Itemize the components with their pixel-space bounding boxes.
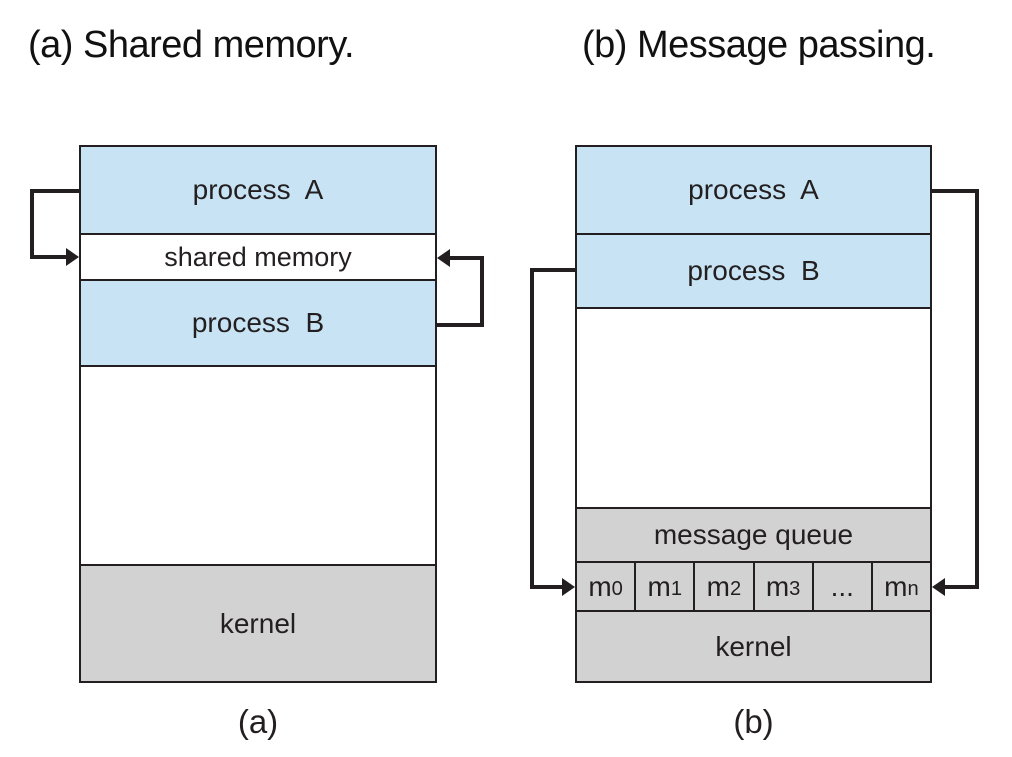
band-kernel: kernel: [577, 612, 930, 681]
process-b-label: process B: [687, 255, 820, 286]
arrow-segment: [975, 189, 979, 589]
heading-shared-memory: (a) Shared memory.: [28, 24, 355, 66]
arrow-segment: [30, 189, 34, 259]
arrow-segment: [480, 256, 484, 327]
band-empty-space: [81, 367, 435, 566]
arrow-segment: [30, 255, 67, 259]
shared-memory-label: shared memory: [164, 241, 352, 272]
process-b-label: process B: [191, 307, 325, 338]
band-process-a: process A: [577, 147, 930, 235]
arrow-segment: [437, 323, 484, 327]
kernel-label: kernel: [219, 607, 297, 639]
arrow-segment: [530, 268, 534, 589]
band-process-a: process A: [81, 147, 435, 235]
queue-cell-ellipsis: ...: [811, 563, 871, 610]
arrowhead-left-icon: [932, 578, 945, 596]
kernel-label: kernel: [715, 630, 792, 662]
arrow-segment: [448, 256, 484, 260]
cell-text: m: [706, 570, 730, 602]
band-process-b: process B: [577, 235, 930, 309]
band-message-queue: message queue: [577, 509, 930, 563]
arrow-segment: [945, 585, 979, 589]
caption-a: (a): [237, 703, 279, 740]
message-queue-label: message queue: [653, 519, 854, 550]
cell-text: m: [588, 570, 612, 602]
arrowhead-left-icon: [437, 249, 450, 267]
arrowhead-right-icon: [562, 578, 575, 596]
band-kernel: kernel: [81, 566, 435, 681]
cell-text: ...: [830, 570, 854, 602]
shared-memory-diagram: process A shared memory process B kernel: [79, 145, 437, 683]
arrow-segment: [530, 268, 575, 272]
cell-text: m: [765, 570, 790, 602]
process-a-label: process A: [192, 174, 324, 205]
band-shared-memory: shared memory: [81, 235, 435, 281]
heading-message-passing: (b) Message passing.: [582, 24, 936, 66]
arrow-segment: [530, 585, 563, 589]
cell-text: m: [647, 570, 671, 602]
arrowhead-right-icon: [66, 248, 79, 266]
cell-text: m: [884, 570, 908, 602]
band-process-b: process B: [81, 281, 435, 367]
caption-b: (b): [733, 703, 774, 740]
arrow-segment: [932, 189, 979, 193]
arrow-segment: [30, 189, 79, 193]
band-empty-space: [577, 309, 930, 509]
process-a-label: process A: [688, 174, 819, 205]
